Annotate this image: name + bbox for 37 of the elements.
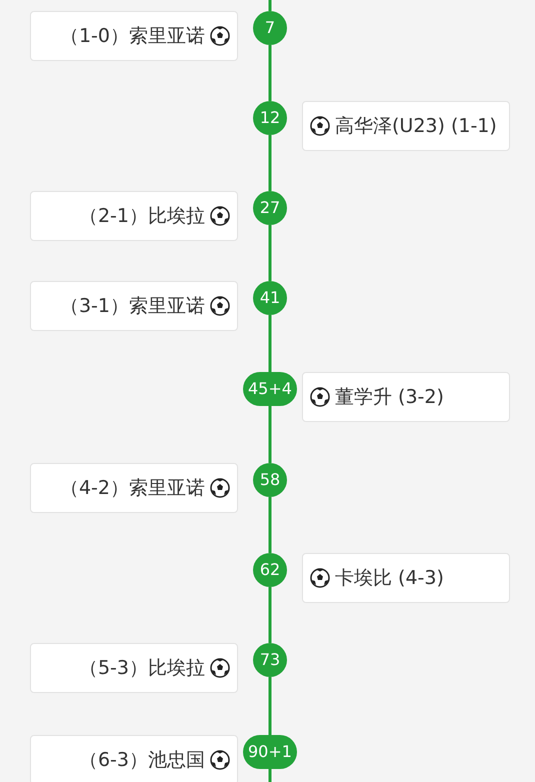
minute-badge: 73 <box>253 643 287 677</box>
event-card <box>30 735 238 782</box>
timeline-line <box>268 406 272 463</box>
event-card <box>30 643 238 693</box>
event-text: （5-3）比埃拉 <box>78 656 205 681</box>
event-text: 高华泽(U23) (1-1) <box>335 114 497 139</box>
timeline-line <box>268 677 272 735</box>
timeline-line <box>268 225 272 281</box>
minute-badge: 27 <box>253 191 287 225</box>
minute-badge: 12 <box>253 101 287 135</box>
event-card <box>30 281 238 331</box>
minute-badge: 90+1 <box>243 735 297 769</box>
event-card <box>30 191 238 241</box>
event-text: （6-3）池忠国 <box>78 748 205 773</box>
minute-badge: 7 <box>253 11 287 45</box>
timeline-line <box>268 315 272 372</box>
minute-badge: 58 <box>253 463 287 497</box>
event-card <box>30 11 238 61</box>
event-text: 董学升 (3-2) <box>335 385 444 410</box>
event-card <box>30 463 238 513</box>
event-text: （1-0）索里亚诺 <box>60 24 205 49</box>
timeline-line <box>268 0 272 11</box>
timeline-line <box>268 497 272 553</box>
timeline-line <box>268 769 272 782</box>
timeline-line <box>268 135 272 191</box>
event-card <box>302 553 510 603</box>
minute-badge: 41 <box>253 281 287 315</box>
event-text: （4-2）索里亚诺 <box>60 476 205 501</box>
minute-badge: 45+4 <box>243 372 297 406</box>
event-card <box>302 372 510 422</box>
event-card <box>302 101 510 151</box>
timeline-line <box>268 587 272 643</box>
event-text: 卡埃比 (4-3) <box>335 566 444 591</box>
event-text: （3-1）索里亚诺 <box>60 294 205 319</box>
timeline-line <box>268 45 272 101</box>
minute-badge: 62 <box>253 553 287 587</box>
event-text: （2-1）比埃拉 <box>78 204 205 229</box>
